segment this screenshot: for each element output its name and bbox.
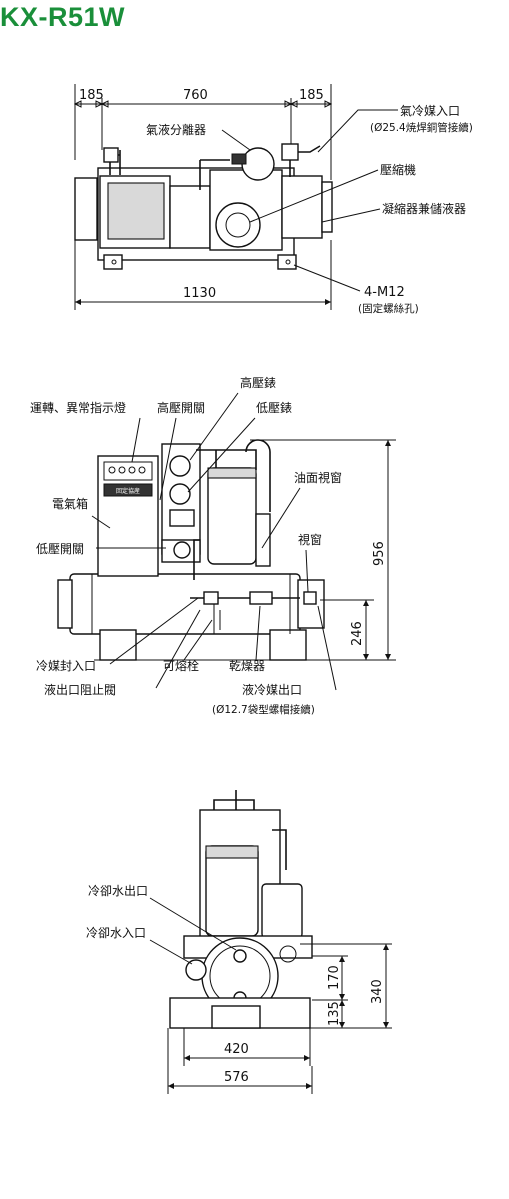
label-high-gauge: 高壓錶: [240, 375, 276, 390]
label-water-in: 冷卻水入口: [86, 926, 146, 940]
label-high-switch: 高壓開關: [157, 400, 205, 415]
dim-760: 760: [183, 88, 208, 103]
label-liquid-outlet-spec: (Ø12.7袋型螺帽接續): [212, 703, 315, 716]
label-stop-valve: 液出口阻止閥: [44, 682, 116, 697]
label-condenser: 凝縮器兼儲液器: [382, 201, 466, 216]
dim-246: 246: [350, 621, 365, 646]
label-water-out: 冷卻水出口: [88, 884, 148, 898]
label-separator: 氣液分離器: [146, 122, 206, 137]
label-bolt-spec: (固定螺絲孔): [358, 302, 419, 315]
label-refrigerant-seal: 冷媒封入口: [36, 659, 96, 673]
dim-185-left: 185: [79, 88, 104, 103]
model-title: KX-R51W: [0, 2, 126, 32]
dim-135: 135: [327, 1001, 342, 1026]
label-compressor: 壓縮機: [380, 162, 416, 177]
label-gas-inlet: 氣冷媒入口: [400, 104, 460, 118]
electric-box: [97, 455, 159, 577]
dim-170: 170: [327, 965, 342, 990]
dim-956: 956: [372, 541, 387, 566]
label-oil-window: 油面視窗: [294, 470, 342, 485]
water-inlet-port: [185, 959, 207, 981]
label-fusible-plug: 可熔栓: [163, 658, 199, 673]
separator-top: [241, 147, 275, 181]
top-view: 185 760 185: [73, 84, 473, 315]
label-liquid-outlet: 液冷媒出口: [242, 682, 302, 697]
compressor-front: [207, 467, 257, 565]
dim-420: 420: [224, 1042, 249, 1057]
panel-badge: 回定協産: [116, 487, 140, 495]
label-low-switch: 低壓開關: [36, 542, 84, 556]
low-gauge: [169, 483, 191, 505]
dryer: [249, 591, 273, 605]
compressor-top: [215, 202, 261, 248]
water-outlet-port: [233, 949, 247, 963]
label-gas-inlet-spec: (Ø25.4焼焊銅管接續): [370, 121, 473, 134]
side-view: 170 135 340 420 576 冷卻水出口 冷卻水入口: [86, 790, 392, 1094]
dim-576: 576: [224, 1070, 249, 1085]
label-sight-window: 視窗: [298, 532, 322, 547]
label-low-gauge: 低壓錶: [256, 400, 292, 415]
front-view: 回定協産 956: [30, 375, 396, 716]
dim-340: 340: [370, 979, 385, 1004]
dim-1130: 1130: [183, 286, 216, 301]
high-gauge: [169, 455, 191, 477]
label-indicator: 運轉、異常指示燈: [30, 400, 126, 415]
dim-185-right: 185: [299, 88, 324, 103]
label-electric-box: 電氣箱: [52, 496, 88, 511]
panel-badge-bg: [103, 483, 153, 497]
label-dryer: 乾燥器: [229, 659, 265, 673]
left-end-flange: [74, 177, 98, 241]
label-bolt: 4-M12: [364, 285, 405, 300]
